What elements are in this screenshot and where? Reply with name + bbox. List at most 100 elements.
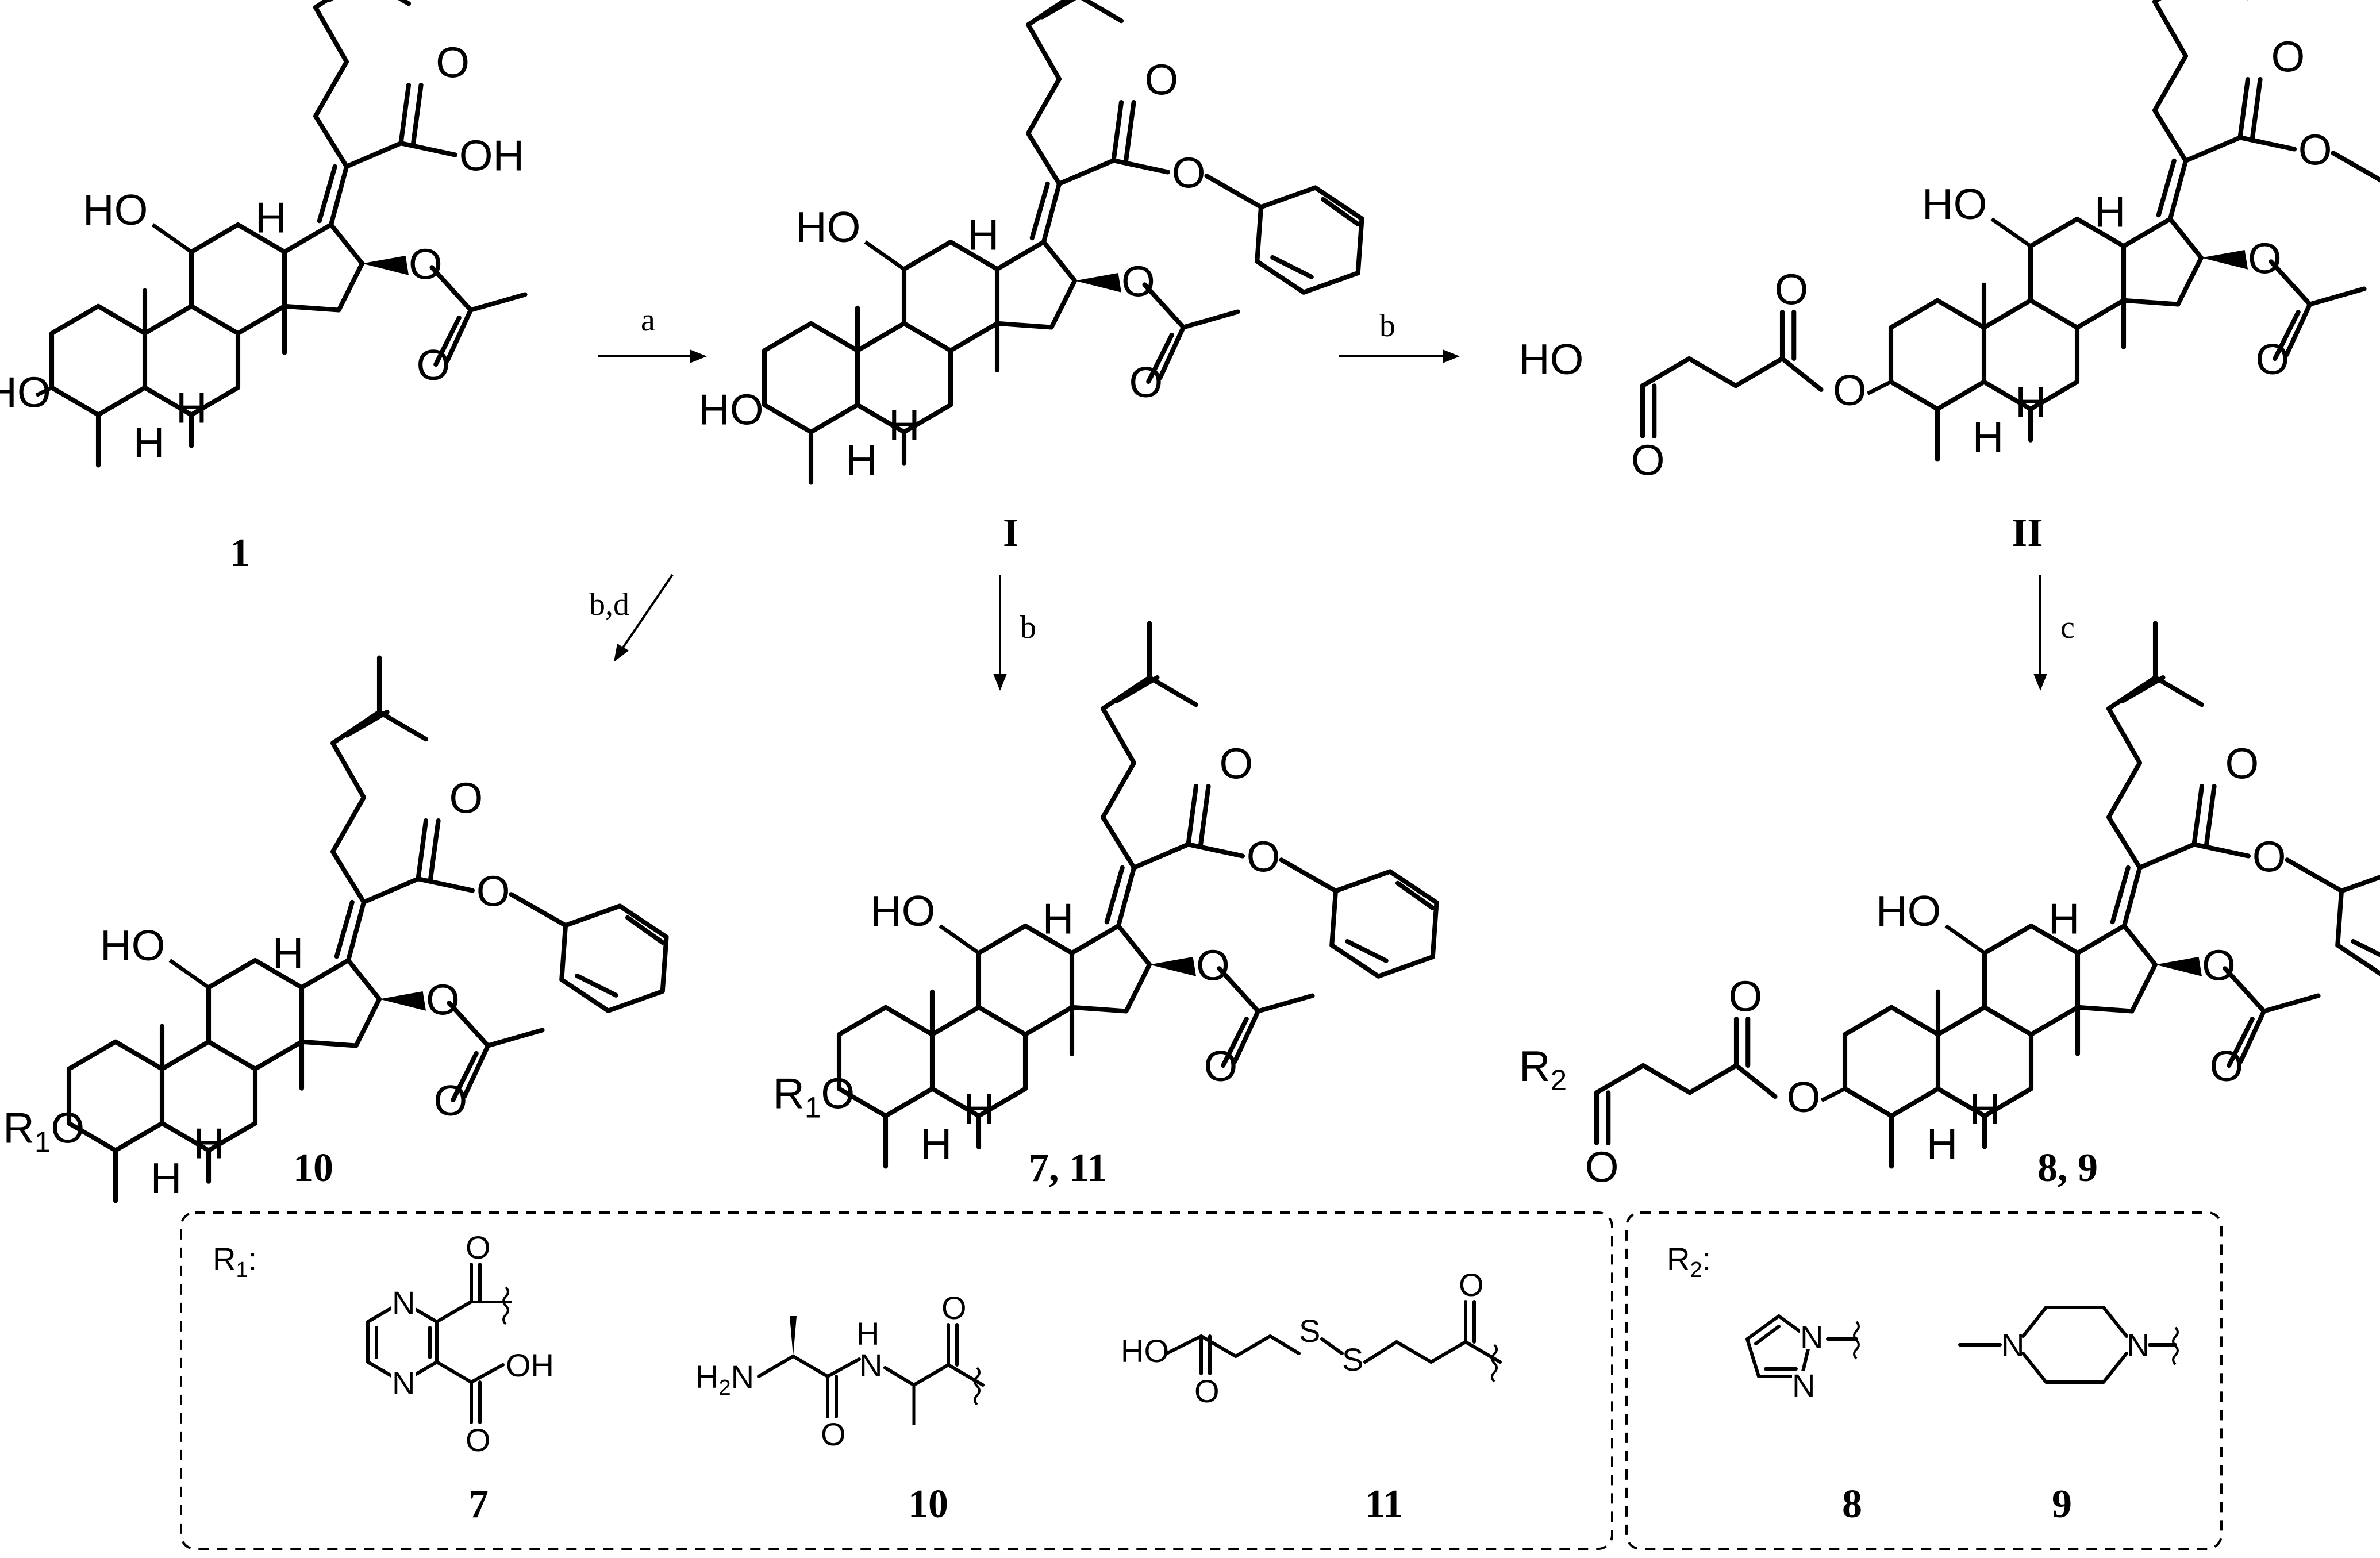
- atom-H: H: [2094, 189, 2126, 237]
- atom-O: O: [1459, 1267, 1484, 1303]
- atom-R1O: R1O: [773, 1070, 855, 1124]
- atom-O: O: [1631, 437, 1665, 485]
- compound-8-9-structure: O O O O HO H H H O O O R2: [1519, 624, 2380, 1192]
- atom-O: O: [426, 976, 460, 1025]
- atom-HO: HO: [698, 386, 763, 434]
- atom-O: O: [409, 241, 443, 289]
- atom-S: S: [1299, 1313, 1320, 1349]
- r1-legend-title: R1:: [213, 1241, 257, 1282]
- atom-H: H: [963, 1085, 995, 1133]
- atom-HO: HO: [1876, 887, 1941, 936]
- atom-HO: HO: [1922, 180, 1987, 229]
- compound-label-II: II: [2012, 511, 2043, 555]
- r2-label-9: 9: [2052, 1482, 2072, 1526]
- atom-H: H: [151, 1155, 182, 1203]
- atom-O: O: [941, 1290, 967, 1326]
- atom-O: O: [1196, 942, 1230, 990]
- atom-H: H: [1973, 413, 2004, 461]
- compound-label-7-11: 7, 11: [1029, 1146, 1107, 1190]
- r1-label-7: 7: [468, 1482, 489, 1526]
- atom-R2: R2: [1519, 1042, 1567, 1097]
- atom-H: H: [921, 1120, 952, 1168]
- atom-O: O: [821, 1416, 846, 1452]
- r2-substituent-8: N N: [1745, 1314, 1860, 1403]
- atom-S: S: [1342, 1341, 1363, 1378]
- atom-O: O: [1247, 833, 1281, 882]
- atom-O: O: [1145, 56, 1179, 105]
- compound-7-11-structure: O O O O HO H H H R1O: [773, 624, 1436, 1169]
- condition-b: b: [1379, 308, 1395, 344]
- atom-O: O: [476, 868, 510, 916]
- atom-H: H: [856, 1315, 879, 1352]
- atom-H: H: [1043, 895, 1074, 944]
- atom-O: O: [2225, 740, 2259, 788]
- r1-substituent-10: H2N O H N O: [695, 1290, 985, 1452]
- atom-O: O: [2210, 1042, 2244, 1091]
- r1-label-11: 11: [1365, 1482, 1403, 1526]
- atom-O: O: [1585, 1144, 1619, 1192]
- r2-label-8: 8: [1842, 1482, 1862, 1526]
- r1-substituent-11: HO O S S O: [1121, 1267, 1502, 1409]
- atom-H: H: [255, 194, 287, 243]
- atom-N: N: [2001, 1327, 2024, 1363]
- arrow-b-top: b: [1339, 308, 1460, 363]
- atom-O: O: [449, 775, 483, 823]
- atom-O: O: [2202, 942, 2236, 990]
- atom-OH: OH: [506, 1347, 554, 1383]
- condition-b: b: [1020, 610, 1036, 645]
- atom-O: O: [2248, 235, 2282, 283]
- atom-HO: HO: [83, 186, 148, 234]
- atom-O: O: [2271, 33, 2305, 82]
- atom-O: O: [1833, 367, 1867, 415]
- atom-R1O: R1O: [3, 1104, 84, 1158]
- atom-O: O: [1172, 149, 1206, 198]
- arrow-a: a: [598, 302, 707, 363]
- atom-H: H: [272, 930, 304, 978]
- atom-H: H: [1969, 1085, 2001, 1133]
- arrow-c: c: [2033, 575, 2075, 691]
- atom-O: O: [1204, 1042, 1238, 1091]
- atom-H2N: H2N: [695, 1359, 754, 1400]
- compound-I-structure: O O O O HO HO H H H: [698, 0, 1362, 484]
- compound-label-10: 10: [293, 1146, 333, 1190]
- atom-O: O: [466, 1229, 491, 1265]
- atom-H: H: [176, 384, 207, 432]
- arrow-bd: b,d: [589, 574, 674, 662]
- atom-HO: HO: [100, 922, 165, 970]
- atom-O: O: [436, 39, 470, 87]
- atom-O: O: [1220, 740, 1254, 788]
- atom-HO: HO: [795, 203, 860, 252]
- r2-legend-title: R2:: [1667, 1241, 1711, 1282]
- atom-N: N: [2127, 1327, 2150, 1363]
- atom-O: O: [1129, 359, 1163, 407]
- arrow-b-down: b: [993, 575, 1036, 691]
- atom-N: N: [1792, 1367, 1815, 1403]
- atom-NH: N: [859, 1347, 882, 1383]
- atom-O: O: [434, 1077, 468, 1125]
- atom-N: N: [1800, 1319, 1823, 1355]
- atom-H: H: [193, 1120, 225, 1168]
- condition-c: c: [2060, 610, 2075, 645]
- atom-N: N: [392, 1365, 415, 1401]
- atom-O: O: [2252, 833, 2286, 882]
- atom-O: O: [1787, 1074, 1821, 1122]
- atom-H: H: [133, 419, 165, 467]
- atom-OH: OH: [459, 132, 524, 180]
- atom-HO: HO: [870, 887, 935, 936]
- atom-O: O: [1194, 1373, 1220, 1409]
- atom-HO: HO: [1518, 336, 1583, 384]
- condition-a: a: [641, 302, 655, 338]
- compound-10-structure: O O O O HO H H H R1O: [3, 658, 666, 1203]
- compound-label-8-9: 8, 9: [2037, 1146, 2098, 1190]
- atom-H: H: [968, 211, 999, 260]
- atom-O: O: [1121, 258, 1155, 306]
- atom-O: O: [466, 1422, 491, 1458]
- atom-O: O: [2256, 336, 2290, 384]
- r2-substituent-9: N N: [1958, 1306, 2179, 1384]
- compound-II-structure: O O O O HO H H H O O O HO: [1518, 0, 2380, 485]
- atom-H: H: [889, 401, 920, 449]
- atom-H: H: [2015, 378, 2047, 426]
- atom-O: O: [2298, 126, 2332, 175]
- compound-label-1: 1: [230, 531, 250, 575]
